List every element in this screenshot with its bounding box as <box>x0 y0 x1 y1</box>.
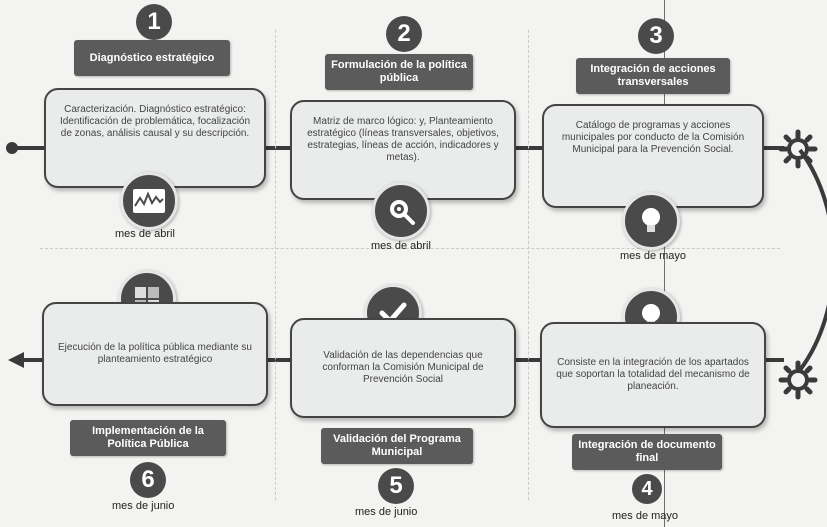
step-6-description: Ejecución de la política pública mediant… <box>57 342 252 365</box>
step-1-number: 1 <box>136 4 172 40</box>
step-3-number: 3 <box>638 18 674 54</box>
step-1-month: mes de abril <box>115 228 175 240</box>
gear-icon <box>778 129 818 169</box>
step-5-description: Validación de las dependencias que confo… <box>322 350 484 385</box>
step-1-title: Diagnóstico estratégico <box>74 40 230 76</box>
row-divider <box>40 248 780 249</box>
column-divider <box>275 30 276 500</box>
lightbulb-icon <box>622 192 680 250</box>
step-4-number: 4 <box>632 474 662 504</box>
step-1-description: Caracterización. Diagnóstico estratégico… <box>59 104 251 139</box>
step-2-description: Matriz de marco lógico: y, Planteamiento… <box>307 116 499 163</box>
gears-search-icon <box>372 182 430 240</box>
step-6-title: Implementación de la Política Pública <box>70 420 226 456</box>
step-5-number: 5 <box>378 468 414 504</box>
scan-artifact-line <box>664 0 665 527</box>
step-5-title: Validación del Programa Municipal <box>321 428 473 464</box>
step-5-card: Validación de las dependencias que confo… <box>290 318 516 418</box>
step-3-card: Catálogo de programas y acciones municip… <box>542 104 764 208</box>
return-curve <box>798 148 827 372</box>
step-2-title: Formulación de la política pública <box>325 54 473 90</box>
step-5-month: mes de junio <box>355 506 418 518</box>
step-3-description: Catálogo de programas y acciones municip… <box>561 120 745 155</box>
gear-icon <box>778 360 818 400</box>
step-6-month: mes de junio <box>112 500 175 512</box>
step-4-card: Consiste en la integración de los aparta… <box>540 322 766 428</box>
step-1-card: Caracterización. Diagnóstico estratégico… <box>44 88 266 188</box>
end-arrow-icon <box>8 352 24 368</box>
start-node <box>6 142 18 154</box>
column-divider <box>528 30 529 500</box>
step-4-description: Consiste en la integración de los aparta… <box>556 357 750 392</box>
step-2-number: 2 <box>386 16 422 52</box>
step-4-month: mes de mayo <box>612 510 679 522</box>
step-2-month: mes de abril <box>371 240 431 252</box>
step-4-title: Integración de documento final <box>572 434 722 470</box>
step-6-number: 6 <box>130 462 166 498</box>
step-6-card: Ejecución de la política pública mediant… <box>42 302 268 406</box>
chart-monitor-icon <box>120 172 178 230</box>
step-3-month: mes de mayo <box>620 250 687 262</box>
step-3-title: Integración de acciones transversales <box>576 58 730 94</box>
